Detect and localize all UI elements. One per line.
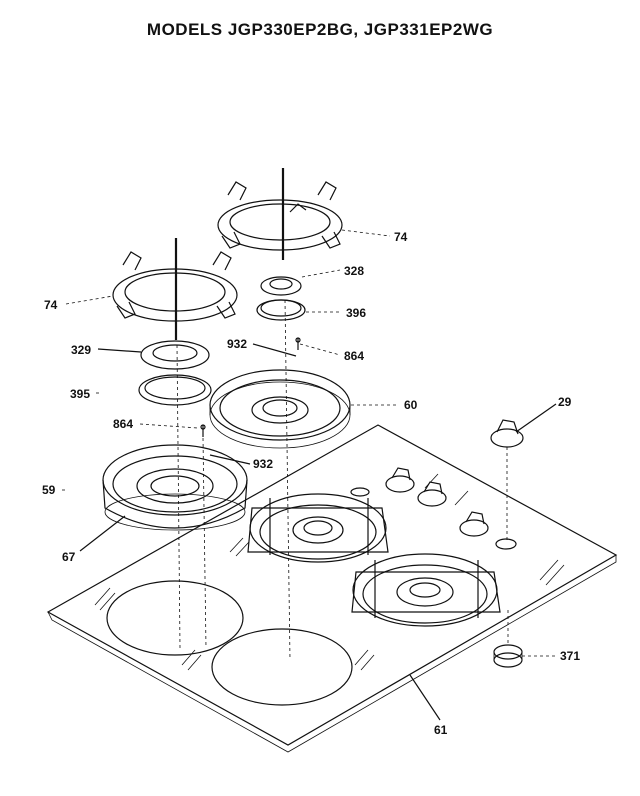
axis-left-dashed: [176, 344, 181, 649]
label-932-mid: 932: [253, 457, 273, 471]
label-395: 395: [70, 387, 90, 401]
label-864-right: 864: [344, 349, 364, 363]
screw-864-right: [295, 337, 301, 350]
label-29: 29: [558, 395, 572, 409]
knob-29: [490, 419, 524, 540]
label-932-top: 932: [227, 337, 247, 351]
label-67: 67: [62, 550, 76, 564]
label-396: 396: [346, 306, 366, 320]
screw-864-left: [200, 424, 206, 437]
installed-burner-front: [351, 553, 501, 627]
burner-pan-59: [102, 444, 248, 531]
burner-ring-396: [256, 299, 306, 321]
cooktop-glass-top: [46, 424, 618, 753]
label-371: 371: [560, 649, 580, 663]
axis-left-screw: [202, 437, 207, 649]
burner-ring-395: [138, 374, 212, 406]
label-864-left: 864: [113, 417, 133, 431]
label-74-left: 74: [44, 298, 58, 312]
installed-burner-rear: [247, 493, 389, 563]
leader-lines: [62, 229, 557, 721]
diagram-title: MODELS JGP330EP2BG, JGP331EP2WG: [146, 20, 494, 39]
control-knobs: [350, 467, 517, 550]
burner-cap-328: [260, 276, 302, 296]
right-burner-opening: [211, 628, 353, 706]
label-329: 329: [71, 343, 91, 357]
left-burner-opening: [106, 580, 244, 656]
grate-74-right: [217, 181, 343, 251]
label-59: 59: [42, 483, 56, 497]
label-61: 61: [434, 723, 448, 737]
burner-pan-60: [209, 369, 351, 449]
label-74-right: 74: [394, 230, 408, 244]
label-60: 60: [404, 398, 418, 412]
burner-cap-329: [140, 340, 210, 370]
label-328: 328: [344, 264, 364, 278]
axis-right-dashed: [284, 299, 291, 661]
